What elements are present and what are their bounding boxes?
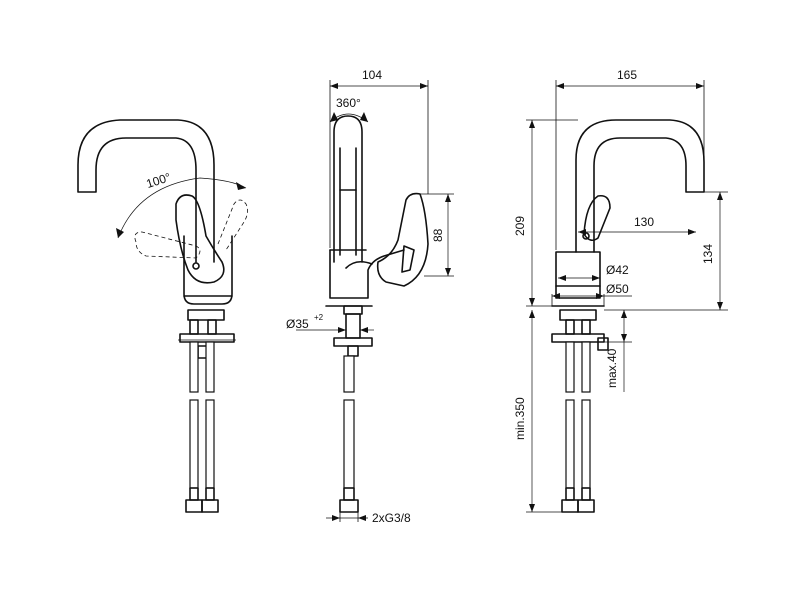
front-angle-arc bbox=[117, 177, 247, 239]
right-reach-label: 130 bbox=[634, 215, 654, 229]
right-body bbox=[555, 251, 601, 299]
side-hole-diameter-tolerance: +2 bbox=[314, 313, 324, 322]
front-angle-label: 100° bbox=[145, 170, 173, 191]
front-spout bbox=[77, 119, 215, 263]
side-view: 360° 104 88 Ø35 +2 bbox=[286, 68, 454, 525]
right-lever bbox=[583, 194, 611, 242]
side-body bbox=[329, 249, 405, 299]
right-min-hose-label: min.350 bbox=[513, 397, 527, 440]
right-body-diameter-label: Ø42 bbox=[606, 263, 629, 277]
right-total-height-label: 209 bbox=[513, 216, 527, 236]
right-max-deck-label: max.40 bbox=[605, 348, 619, 388]
front-body bbox=[183, 235, 233, 305]
side-connection-label: 2xG3/8 bbox=[372, 511, 411, 525]
right-base-diameter-label: Ø50 bbox=[606, 282, 629, 296]
side-spout bbox=[333, 115, 363, 263]
right-view: 165 130 209 134 Ø42 Ø50 bbox=[513, 68, 728, 513]
side-width-label: 104 bbox=[362, 68, 382, 82]
right-total-width-label: 165 bbox=[617, 68, 637, 82]
right-spout bbox=[575, 119, 705, 253]
front-view: 100° bbox=[77, 119, 248, 513]
side-rotation-label: 360° bbox=[336, 96, 361, 110]
side-hole-diameter-label: Ø35 bbox=[286, 317, 309, 331]
side-lever-height-label: 88 bbox=[431, 228, 445, 242]
front-lever-ghost-right bbox=[217, 199, 248, 251]
front-lever-ghost-left bbox=[134, 231, 201, 259]
side-lever bbox=[376, 192, 429, 287]
right-spout-height-label: 134 bbox=[701, 244, 715, 264]
front-lever bbox=[175, 194, 225, 284]
